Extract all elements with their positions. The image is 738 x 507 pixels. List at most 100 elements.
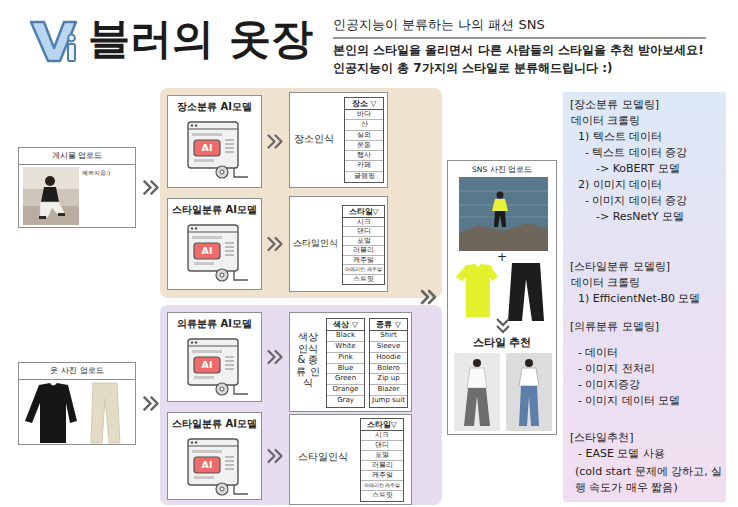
graphic-part <box>40 202 65 217</box>
list-item: 바다 <box>345 110 383 120</box>
list-item: Hoodie <box>370 353 407 364</box>
graphic-part <box>192 450 222 453</box>
list-item: 아메리칸 캐주얼 <box>343 265 384 274</box>
graphic-part <box>519 386 539 426</box>
graphic-part <box>191 441 193 443</box>
recognition-box: 색상 인식 & 종류 인식색상 ▽BlackWhitePinkBlueGreen… <box>289 312 412 412</box>
note-line: 데이터 크롤링 <box>571 114 723 127</box>
list-item: 댄디 <box>361 441 403 451</box>
note-line: 데이터 크롤링 <box>571 276 723 289</box>
graphic-part <box>234 485 248 494</box>
list-item: Shirt <box>370 331 407 342</box>
graphic-part <box>459 177 548 251</box>
model-box: 장소분류 AI모델AI <box>167 95 262 188</box>
note-line: - 텍스트 데이터 증강 <box>585 146 723 159</box>
graphic-part <box>58 213 65 216</box>
graphic-part <box>216 269 228 281</box>
graphic-part <box>225 140 234 152</box>
graphic-part <box>191 341 193 343</box>
graphic-part <box>195 341 197 343</box>
note-line: - 이미지 데이터 모델 <box>578 394 723 407</box>
list-header: 스타일▽ <box>361 419 403 431</box>
list-item: Blue <box>327 364 364 375</box>
box-text: 색상 인식 & 종류 인식 <box>294 331 322 389</box>
note-line: (cold start 문제에 강하고, 실행 속도가 매우 짧음) <box>575 464 723 496</box>
note-line: 1) EfficientNet-B0 모델 <box>578 292 723 305</box>
flow-chevron <box>269 136 282 148</box>
subtitle-text: 인공지능이 분류하는 나의 패션 SNS <box>333 17 731 33</box>
note-line: 2) 이미지 데이터 <box>578 178 723 191</box>
list-item: 댄디 <box>343 227 384 236</box>
box-text: 스타일 추천 <box>448 336 556 349</box>
graphic-part <box>195 227 197 229</box>
graphic-part <box>188 445 238 446</box>
note-line: -> KoBERT 모델 <box>596 162 723 175</box>
list-item: 포멀 <box>343 237 384 246</box>
box-text: 스타일인식 <box>293 237 342 248</box>
graphic-part <box>188 439 238 485</box>
notes-panel: [장소분류 모델링] 데이터 크롤링 1) 텍스트 데이터 - 텍스트 데이터 증강 -… <box>563 92 726 502</box>
flow-chevron <box>145 398 158 410</box>
list-item: 러블리 <box>343 246 384 255</box>
graphic-part <box>234 168 248 177</box>
graphic-part <box>525 359 533 367</box>
graphic-part <box>459 223 548 251</box>
recognition-box: 스타일인식스타일▽시크댄디포멀러블리캐주얼아메리칸 캐주얼스트릿 <box>289 196 388 292</box>
box-text: 예쁘지용:) <box>82 169 132 176</box>
list-item: Black <box>327 331 364 342</box>
graphic-part <box>473 359 481 367</box>
list-item: 스트릿 <box>343 275 384 284</box>
recommend-box: SNS 사진 업로드+스타일 추천 <box>447 160 557 435</box>
graphic-part <box>194 457 220 473</box>
list-item: 아메리칸 캐주얼 <box>361 481 403 491</box>
upload-box: 게시물 업로드예쁘지용:) <box>18 147 136 228</box>
graphic-part <box>216 166 228 178</box>
graphic-part <box>194 159 214 162</box>
clothes-band <box>160 305 442 505</box>
box-text: 게시물 업로드 <box>19 148 135 165</box>
graphic-part <box>188 339 238 385</box>
recommend-photos <box>448 161 558 436</box>
list-item: Gray <box>327 396 364 407</box>
list-header: 색상 ▽ <box>327 319 364 331</box>
note-line: 1) 텍스트 데이터 <box>578 130 723 143</box>
list-item: 스트릿 <box>361 491 403 501</box>
upload-box: 옷 사진 업로드 <box>18 362 136 445</box>
list-item: Zip up <box>370 374 407 385</box>
dropdown-list: 종류 ▽ShirtSleeveHoodieBoleroZip upBlazerJ… <box>369 318 408 408</box>
list-item: 카페 <box>345 161 383 171</box>
graphic-part <box>45 176 55 186</box>
graphic-part <box>456 264 498 317</box>
graphic-part <box>23 167 79 189</box>
flow-chevron <box>145 182 158 194</box>
list-item: 행사 <box>345 151 383 161</box>
graphic-part <box>234 271 248 280</box>
graphic-part <box>194 476 214 479</box>
dropdown-list: 스타일▽시크댄디포멀러블리캐주얼아메리칸 캐주얼스트릿 <box>342 205 385 285</box>
subtitle-rule <box>333 38 706 39</box>
box-text: 스타일분류 AI모델 <box>168 418 261 430</box>
note-line: [스타일추천] <box>570 431 723 444</box>
graphic-part <box>220 273 224 277</box>
graphic-part <box>220 387 224 391</box>
graphic-part <box>188 231 238 232</box>
note-line: [장소분류 모델링] <box>570 98 723 111</box>
box-text: 스타일인식 <box>298 451 354 463</box>
flow-chevron <box>145 182 158 194</box>
list-item: 운동 <box>345 141 383 151</box>
icon-text: AI <box>194 457 220 473</box>
flow-chevron <box>422 291 435 303</box>
graphic-part <box>467 368 487 388</box>
graphic-part <box>225 243 234 255</box>
graphic-part <box>216 383 228 395</box>
graphic-part <box>234 385 248 394</box>
list-item: 포멀 <box>361 451 403 461</box>
graphic-part <box>194 243 220 259</box>
note-line: - 이미지증강 <box>578 378 723 391</box>
list-header: 스타일▽ <box>343 206 384 218</box>
list-item: Jump suit <box>370 396 407 407</box>
graphic-part <box>194 140 220 156</box>
flow-chevron <box>422 291 435 303</box>
graphic-part <box>191 124 193 126</box>
